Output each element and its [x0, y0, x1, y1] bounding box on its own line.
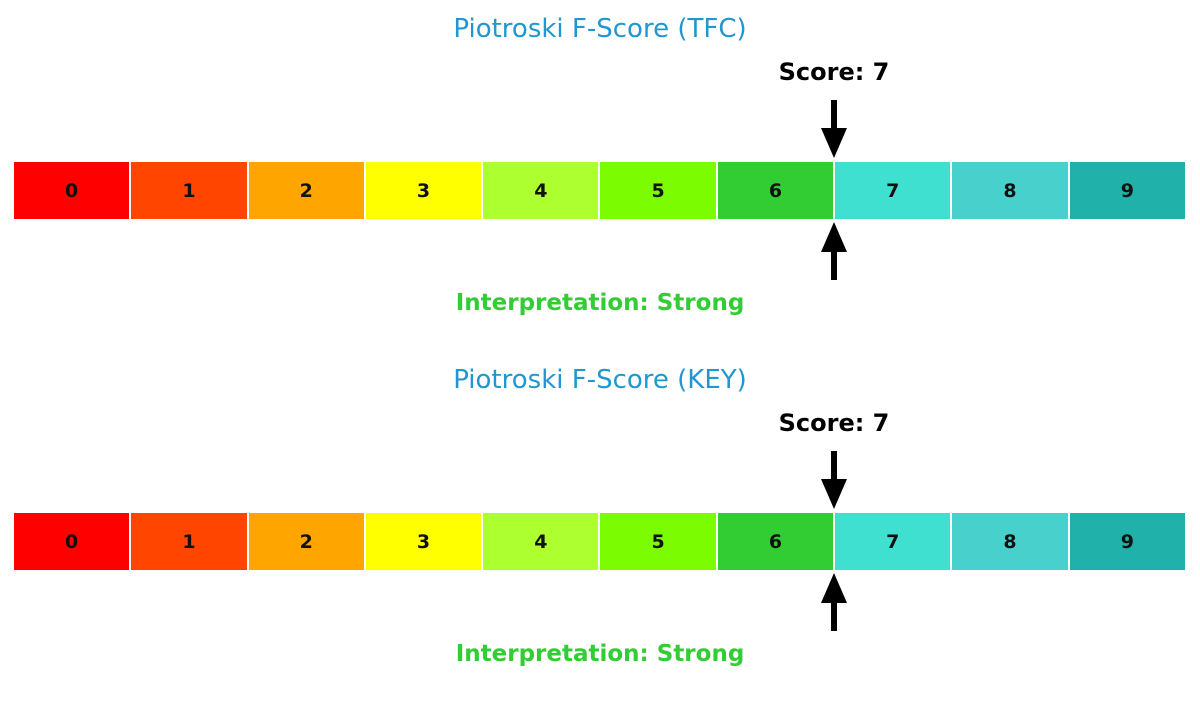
score-cell-7: 7 — [835, 162, 951, 219]
score-pointer-down-arrow-icon — [820, 451, 848, 509]
score-cell-3: 3 — [365, 513, 482, 570]
gauge-title: Piotroski F-Score (KEY) — [453, 365, 747, 395]
score-label: Score: 7 — [778, 58, 890, 86]
score-pointer-up-arrow-icon — [820, 222, 848, 280]
score-cell-5: 5 — [600, 513, 716, 570]
score-cell-0: 0 — [14, 513, 130, 570]
score-cell-1: 1 — [131, 162, 247, 219]
score-cell-0: 0 — [14, 162, 130, 219]
score-cell-4: 4 — [483, 162, 599, 219]
score-cell-4: 4 — [483, 513, 599, 570]
score-cell-7: 7 — [835, 513, 951, 570]
score-cell-1: 1 — [131, 513, 247, 570]
score-cell-9: 9 — [1069, 513, 1185, 570]
score-cell-6: 6 — [717, 513, 834, 570]
score-pointer-up-arrow-icon — [820, 573, 848, 631]
score-pointer-down-arrow-icon — [820, 100, 848, 158]
score-cell-2: 2 — [248, 513, 364, 570]
interpretation-label: Interpretation: Strong — [455, 290, 745, 316]
interpretation-label: Interpretation: Strong — [455, 641, 745, 667]
score-cell-3: 3 — [365, 162, 482, 219]
score-cell-8: 8 — [952, 513, 1068, 570]
score-label: Score: 7 — [778, 409, 890, 437]
score-cell-8: 8 — [952, 162, 1068, 219]
score-cell-9: 9 — [1069, 162, 1185, 219]
gauge-title: Piotroski F-Score (TFC) — [453, 14, 747, 44]
score-cell-6: 6 — [717, 162, 834, 219]
score-cell-2: 2 — [248, 162, 364, 219]
score-cell-5: 5 — [600, 162, 716, 219]
